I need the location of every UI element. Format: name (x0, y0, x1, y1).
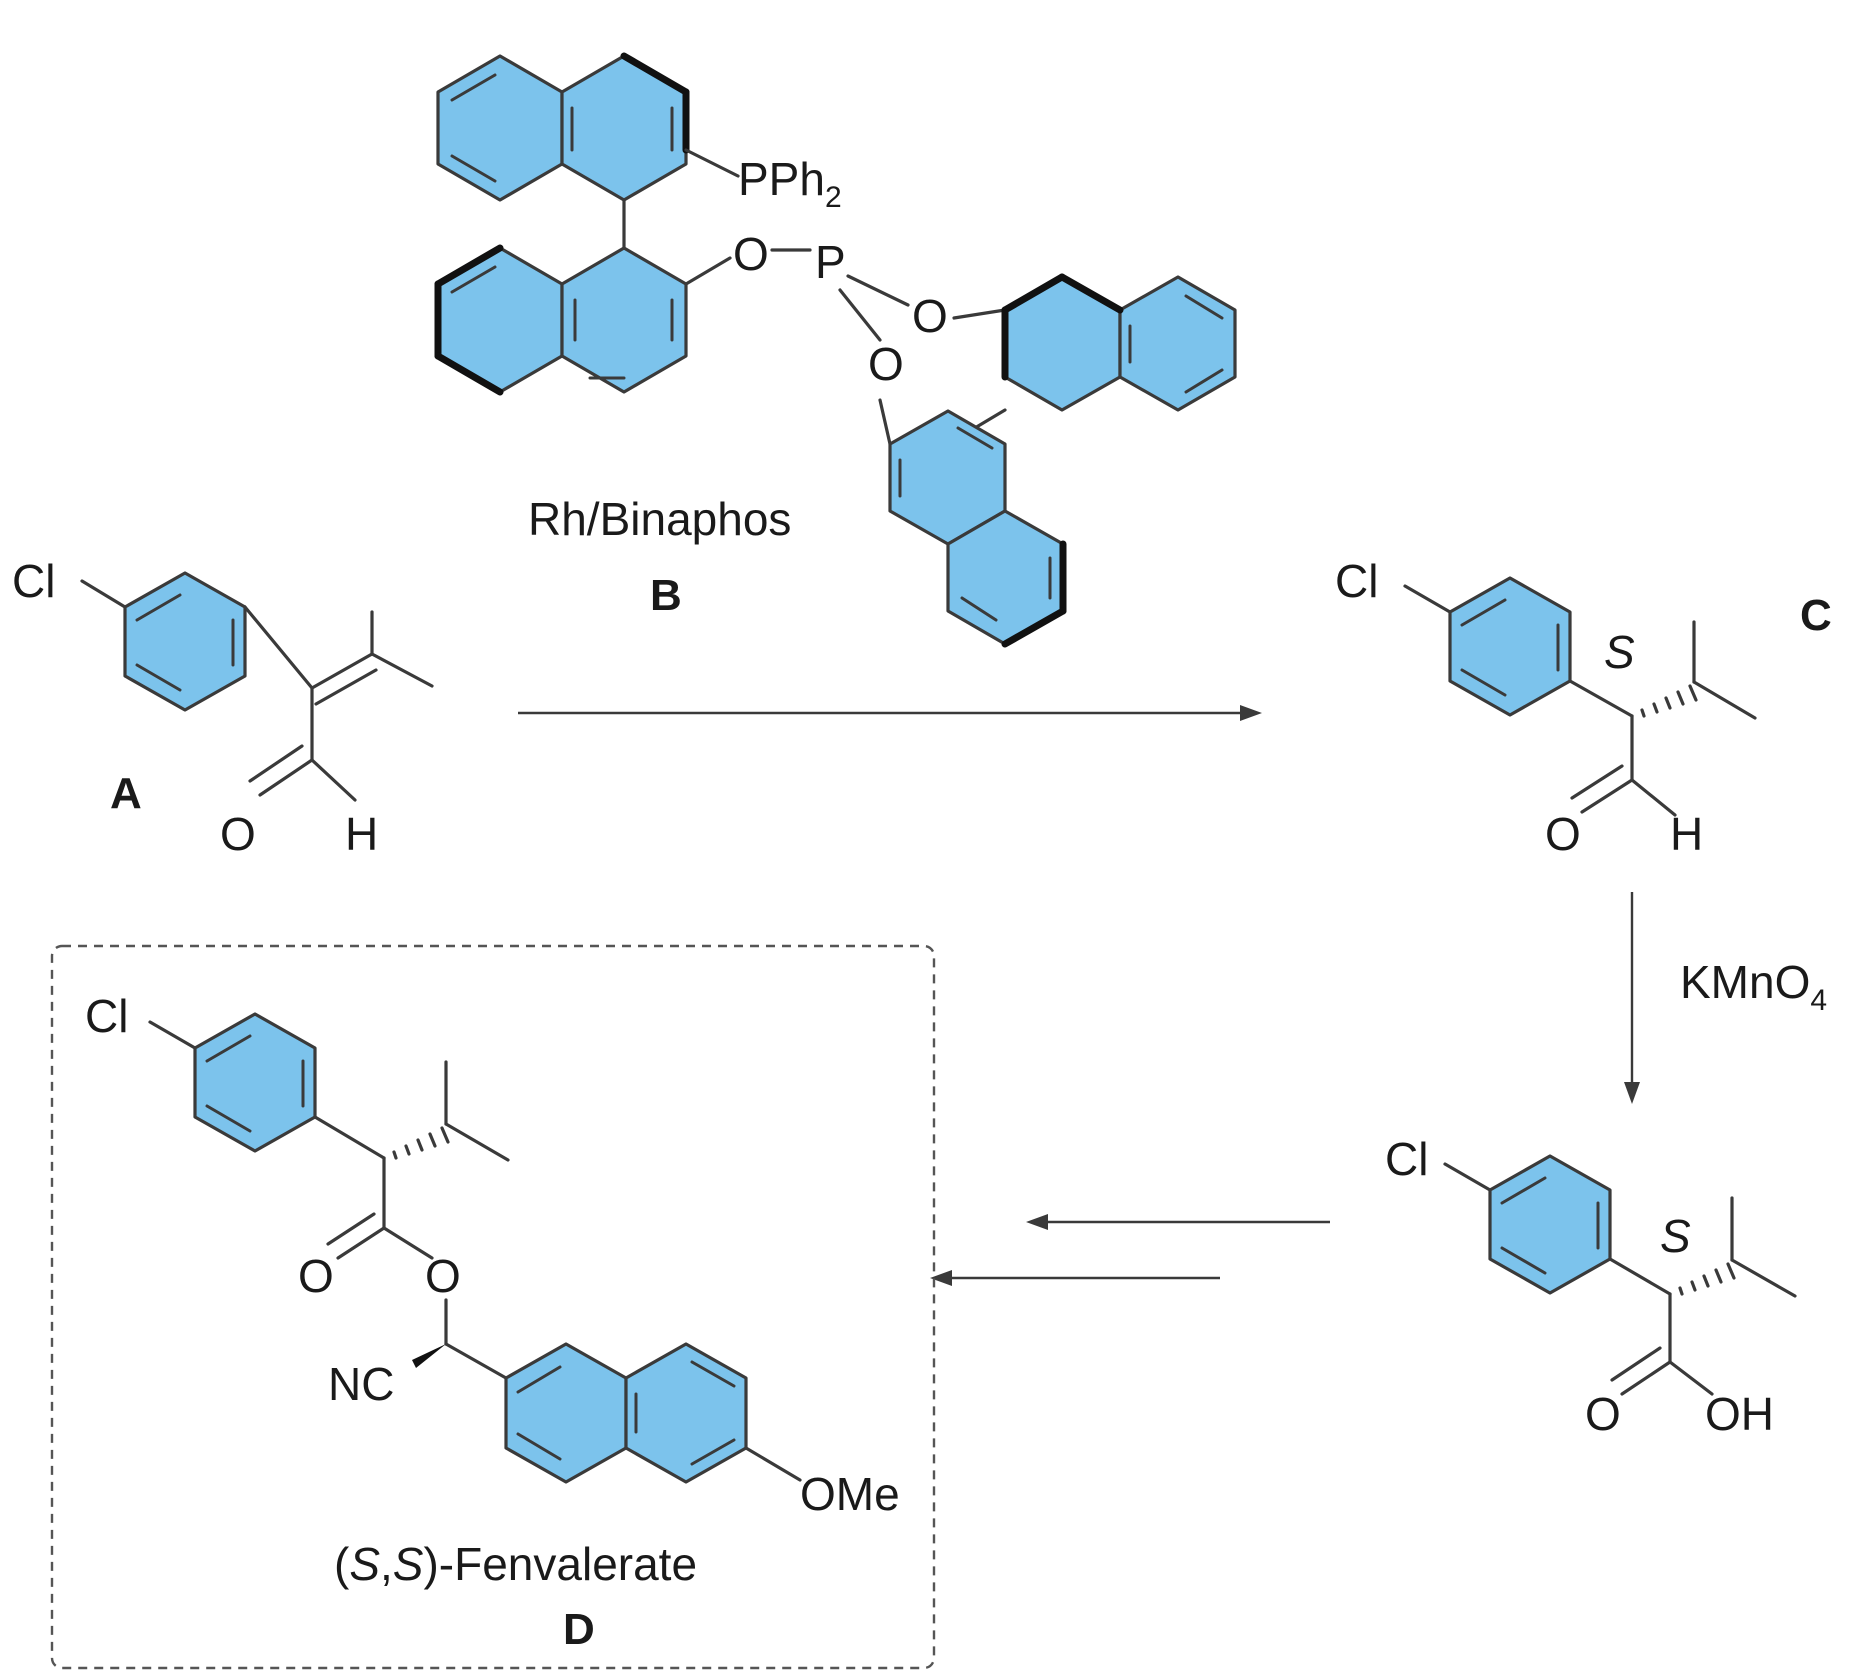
ligand-b-o2: O (912, 290, 948, 342)
arrow-a-to-c (518, 705, 1262, 721)
ligand-b-upper-naphthyl-ring-1 (436, 54, 564, 202)
compound-acid-cl: Cl (1385, 1133, 1428, 1185)
ligand-b-o3: O (868, 338, 904, 390)
ligand-b-lower-naphthyl-ring-2 (560, 246, 688, 394)
ligand-b-name: Rh/Binaphos (528, 493, 791, 545)
compound-a-phenyl-ring (123, 571, 247, 712)
ligand-b-pph2: PPh2 (738, 153, 842, 214)
compound-a-cl: Cl (12, 555, 55, 607)
compound-d-carbonyl-o: O (298, 1250, 334, 1302)
compound-acid-oh: OH (1705, 1388, 1774, 1440)
ligand-b-o1: O (733, 228, 769, 280)
compound-d-ester-o: O (425, 1250, 461, 1302)
compound-d-name: (S,S)-Fenvalerate (334, 1538, 697, 1590)
compound-acid-phenyl-ring (1488, 1154, 1612, 1295)
compound-d-cl: Cl (85, 990, 128, 1042)
compound-c-aldehyde-o: O (1545, 808, 1581, 860)
compound-a-aldehyde-h: H (345, 808, 378, 860)
reagent-kmno4: KMnO4 (1680, 956, 1827, 1017)
compound-d-phenyl-ring (193, 1012, 317, 1153)
compound-d-label: D (563, 1605, 595, 1654)
compound-d-naphthyl-ring-2 (624, 1342, 748, 1484)
compound-c-phenyl-ring (1448, 576, 1572, 717)
compound-d: Cl O O NC OMe (S,S)-Fenvalerate D (85, 990, 900, 1654)
compound-c: Cl S O H C (1335, 555, 1832, 860)
compound-c-cl: Cl (1335, 555, 1378, 607)
ligand-b-binol-ring-2 (1118, 275, 1237, 412)
compound-a-aldehyde-o: O (220, 808, 256, 860)
compound-c-aldehyde-h: H (1670, 808, 1703, 860)
ligand-b-p: P (815, 236, 846, 288)
compound-c-stereo-s: S (1604, 626, 1635, 678)
arrow-c-to-acid (1624, 892, 1640, 1104)
ligand-b: PPh2 O P O O (434, 52, 1237, 648)
compound-c-label: C (1800, 591, 1832, 640)
compound-d-methoxy: OMe (800, 1468, 900, 1520)
compound-acid-stereo-s: S (1660, 1210, 1691, 1262)
compound-acid-o: O (1585, 1388, 1621, 1440)
compound-a-label: A (110, 769, 142, 818)
arrows-acid-to-d (930, 1214, 1330, 1286)
compound-a: Cl O H A (12, 555, 434, 860)
compound-d-nitrile: NC (328, 1358, 394, 1410)
compound-d-naphthyl-ring-1 (504, 1342, 628, 1484)
ligand-b-label: B (650, 571, 682, 620)
compound-d-box (50, 944, 936, 1670)
compound-acid: Cl S O OH (1385, 1133, 1797, 1440)
